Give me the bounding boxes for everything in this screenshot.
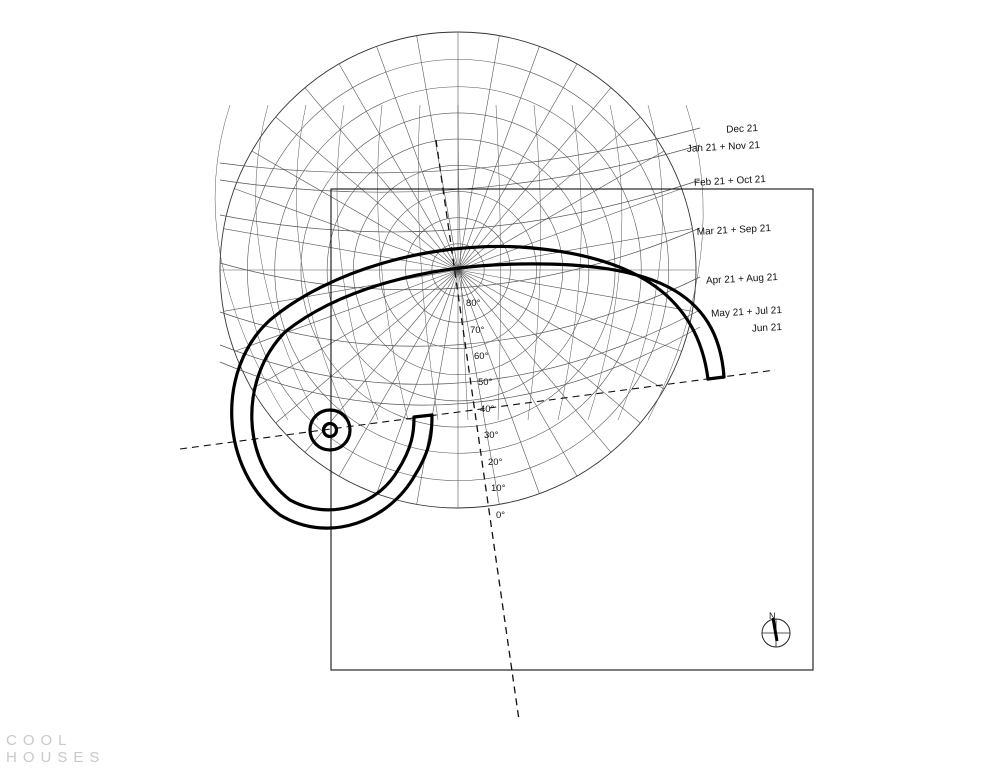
azimuth-line [338,269,459,477]
altitude-label-80: 80° [466,298,481,309]
watermark-line-1: COOL [6,732,73,749]
azimuth-line [234,269,459,352]
watermark-logo: COOL HOUSES [6,732,105,766]
hour-line [557,104,582,421]
north-south-axis [435,139,520,721]
altitude-label-10: 10° [491,483,506,494]
date-arc-6 [219,326,701,406]
north-arrow: N [761,611,791,648]
sun-path-chart [214,31,704,509]
altitude-label-0: 0° [496,510,505,521]
azimuth-line [457,269,693,312]
azimuth-line [457,150,665,271]
azimuth-line [457,116,641,271]
date-label-feb-oct-21: Feb 21 + Oct 21 [694,174,767,189]
altitude-labels: 80° 70° 60° 50° 40° 30° 20° 10° 0° [466,298,506,521]
azimuth-line [223,269,459,312]
azimuth-line [457,87,612,271]
azimuth-line [457,269,540,494]
azimuth-line [457,188,682,271]
azimuth-line [457,269,578,477]
east-west-axis [179,369,776,450]
azimuth-line [275,116,459,271]
azimuth-line [234,188,459,271]
date-arc-2 [219,179,701,233]
hour-line [296,104,349,421]
date-label-dec-21: Dec 21 [726,123,759,136]
altitude-label-70: 70° [470,325,485,336]
hour-line [647,104,704,421]
azimuth-line [304,87,459,271]
azimuth-line [338,63,459,271]
date-arc-3 [219,227,701,291]
azimuth-line [416,269,459,505]
altitude-label-20: 20° [488,457,503,468]
center-ring-inner [321,421,339,439]
altitude-label-40: 40° [480,404,495,415]
date-label-apr-aug-21: Apr 21 + Aug 21 [706,272,779,287]
date-label-mar-sep-21: Mar 21 + Sep 21 [696,223,771,238]
center-ring-outer [308,408,352,452]
altitude-ring [274,86,642,454]
date-arc-5 [219,309,701,385]
hour-line [336,104,379,421]
hour-line [527,104,541,421]
azimuth-line [223,228,459,271]
hour-line [377,104,409,421]
spiral-outer-wall [230,244,710,530]
azimuth-line [457,269,641,424]
date-arc-1 [219,144,701,193]
hour-line [495,104,501,421]
altitude-ring [352,164,564,376]
azimuth-line [457,269,500,505]
altitude-ring [379,191,537,349]
date-label-jun-21: Jun 21 [752,322,783,335]
north-arrow-needle [771,617,779,642]
azimuth-line [376,46,459,271]
date-arc-0 [219,127,701,174]
date-labels: Dec 21 Jan 21 + Nov 21 Feb 21 + Oct 21 M… [687,123,783,335]
site-boundary [330,188,814,671]
spiral-end-cap-east [706,375,726,381]
date-label-may-jul-21: May 21 + Jul 21 [711,305,783,320]
altitude-label-60: 60° [474,351,489,362]
hour-lines [214,104,704,421]
hour-line [457,104,469,421]
azimuth-lines [220,32,696,508]
azimuth-line [457,269,682,352]
azimuth-line [251,150,459,271]
hour-line [617,104,663,421]
hour-line [255,104,319,421]
watermark-line-2: HOUSES [6,749,106,766]
hour-line [417,104,439,421]
azimuth-line [376,269,459,494]
north-label: N [769,611,776,621]
altitude-ring [405,217,511,323]
hour-line [587,104,623,421]
azimuth-line [457,46,540,271]
azimuth-line [275,269,459,424]
altitude-label-50: 50° [478,377,493,388]
spiral-inner-wall [250,262,726,512]
spiral-building [230,244,726,530]
spiral-end-cap-inner [412,413,434,419]
hour-line [214,104,289,421]
altitude-label-30: 30° [484,430,499,441]
azimuth-line [457,35,500,271]
date-label-jan-nov-21: Jan 21 + Nov 21 [687,140,761,155]
azimuth-line [457,269,665,390]
azimuth-line [457,63,578,271]
